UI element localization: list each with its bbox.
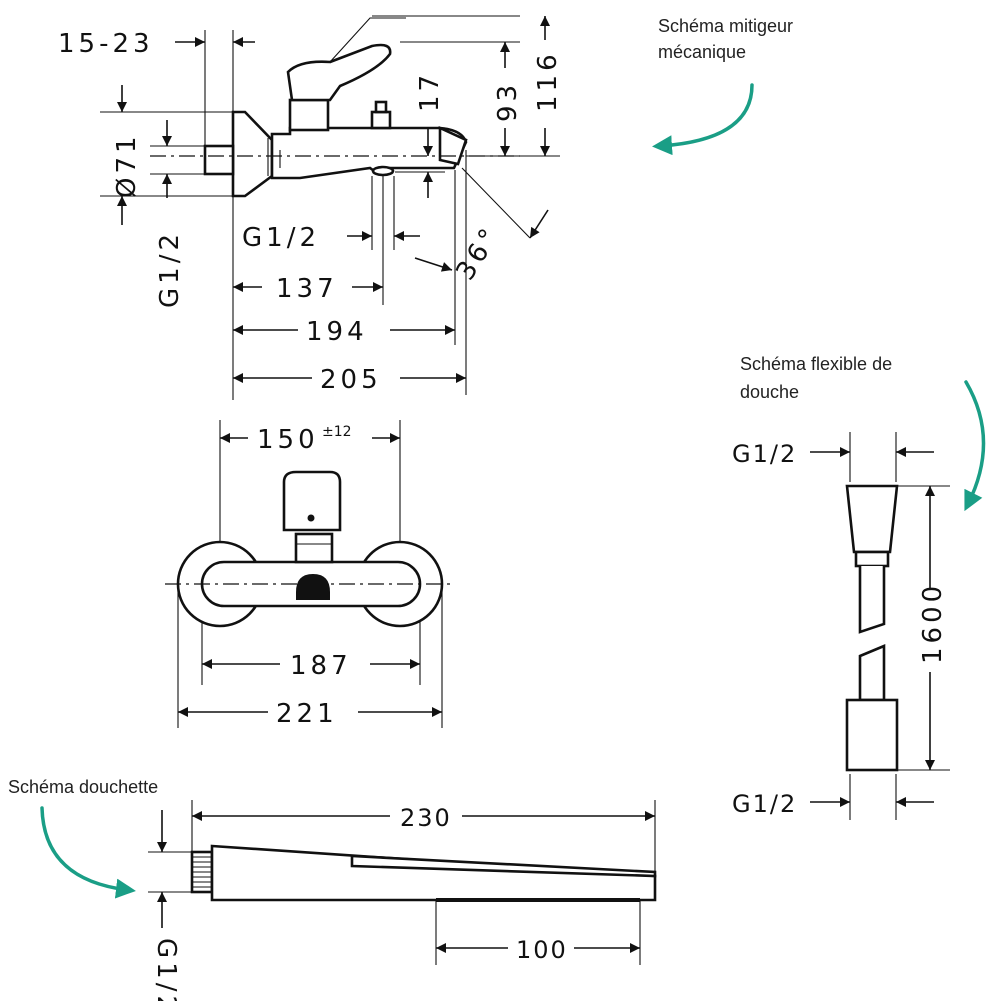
dim-diameter: Ø71 bbox=[112, 132, 142, 198]
lever-sweep bbox=[329, 17, 406, 63]
hose-drawing: Schéma flexible de douche G1/2 1600 G1/2 bbox=[732, 354, 986, 820]
outlet-front bbox=[296, 574, 330, 600]
mixer-side-view: 15-23 Ø71 G1/2 17 93 116 G1/2 36° 137 bbox=[58, 15, 563, 400]
lever-front bbox=[282, 470, 342, 532]
hose-bottom-nut bbox=[845, 698, 899, 772]
mixer-body bbox=[270, 126, 468, 180]
dim-angle: 36° bbox=[450, 221, 506, 286]
cartridge-neck bbox=[294, 532, 334, 564]
mixer-front-view: 150 ±12 187 221 bbox=[165, 420, 455, 729]
caption-hose-line2: douche bbox=[740, 382, 799, 402]
dim-centres: 150 bbox=[257, 425, 319, 455]
dim-height-116: 116 bbox=[533, 50, 563, 112]
hose-upper bbox=[858, 566, 886, 634]
handshower-length: 230 bbox=[400, 804, 452, 832]
handshower-thread-label: G1/2 bbox=[151, 938, 181, 1001]
caption-mixer-line1: Schéma mitigeur bbox=[658, 16, 793, 36]
hose-thread-bottom: G1/2 bbox=[732, 790, 797, 818]
caption-mixer-line2: mécanique bbox=[658, 42, 746, 62]
handshower-spray-length: 100 bbox=[516, 936, 568, 964]
dim-offset: 15-23 bbox=[58, 29, 154, 59]
wall-flange bbox=[231, 110, 274, 198]
hose-thread-top: G1/2 bbox=[732, 440, 797, 468]
wall-nut bbox=[203, 144, 235, 176]
caption-hose-arrow-icon bbox=[964, 380, 986, 512]
dim-width-187: 187 bbox=[290, 651, 352, 681]
diverter-knob bbox=[370, 110, 392, 130]
caption-handshower-arrow-icon bbox=[40, 806, 136, 899]
handshower-spray-face bbox=[436, 898, 640, 902]
hose-lower bbox=[858, 644, 886, 702]
cartridge bbox=[288, 98, 330, 132]
hose-length: 1600 bbox=[918, 582, 948, 664]
dim-length-205: 205 bbox=[320, 365, 382, 395]
caption-mixer: Schéma mitigeur mécanique bbox=[652, 16, 793, 156]
dim-length-194: 194 bbox=[306, 317, 368, 347]
dim-width-221: 221 bbox=[276, 699, 338, 729]
caption-handshower: Schéma douchette bbox=[8, 777, 158, 797]
handshower-button-panel bbox=[350, 854, 657, 878]
hose-top-nut bbox=[845, 484, 899, 554]
dim-length-137: 137 bbox=[276, 274, 338, 304]
dim-height-17: 17 bbox=[415, 71, 445, 112]
lever-handle bbox=[286, 43, 392, 102]
dim-thread-spout: G1/2 bbox=[242, 223, 320, 253]
spout-tip bbox=[438, 125, 468, 166]
dim-height-93: 93 bbox=[493, 81, 523, 122]
spout-outlet bbox=[371, 165, 395, 177]
dim-thread-vertical: G1/2 bbox=[155, 230, 185, 308]
hose-top-sleeve bbox=[854, 550, 890, 568]
dim-centres-tolerance: ±12 bbox=[322, 424, 352, 440]
handshower-drawing: Schéma douchette 230 100 bbox=[8, 777, 657, 1001]
caption-hose-line1: Schéma flexible de bbox=[740, 354, 892, 374]
caption-mixer-arrow-icon bbox=[652, 83, 754, 156]
